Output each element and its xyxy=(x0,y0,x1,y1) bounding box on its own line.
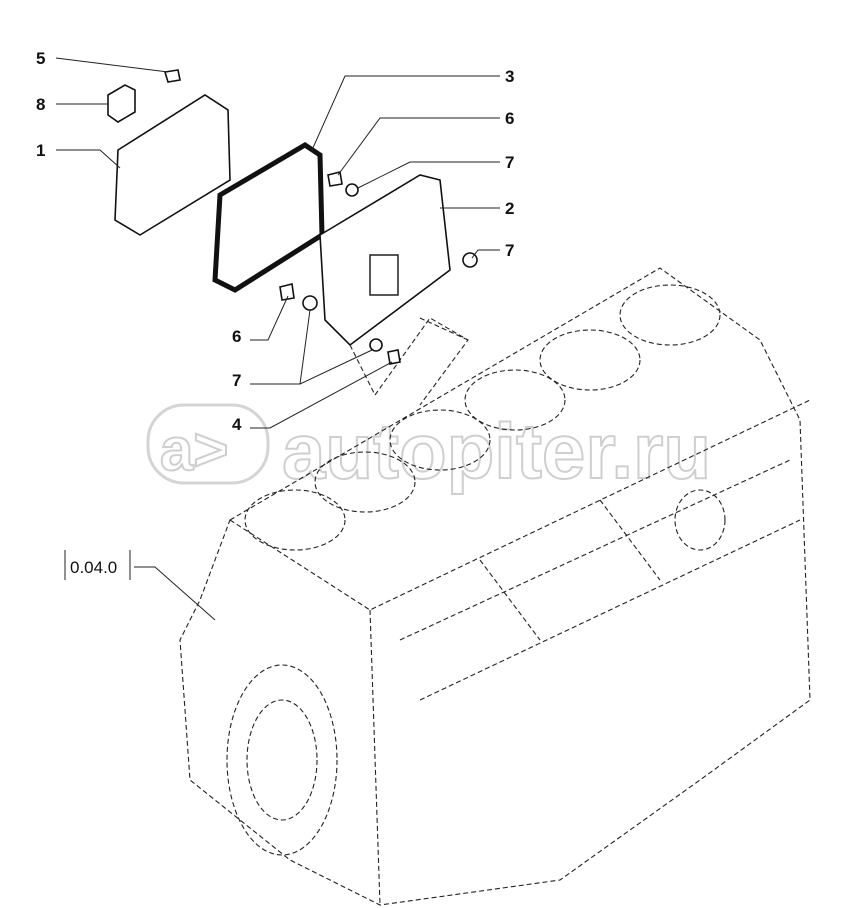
ecu-cover-part-1 xyxy=(114,94,231,236)
callout-8: 8 xyxy=(36,95,45,114)
washer-part-7 xyxy=(369,338,383,352)
callout-2: 2 xyxy=(505,199,514,218)
washer-part-7 xyxy=(462,252,478,268)
screw-part-6 xyxy=(327,171,343,187)
callout-3: 3 xyxy=(505,67,514,86)
callout-5: 5 xyxy=(36,49,45,68)
callout-7: 7 xyxy=(505,241,514,260)
callout-7: 7 xyxy=(232,371,241,390)
plug-part-4 xyxy=(387,349,401,365)
screw-part-5 xyxy=(163,69,181,83)
ecu-plate-part-2 xyxy=(319,174,451,347)
callout-1: 1 xyxy=(36,141,45,160)
svg-text:a>: a> xyxy=(160,416,228,483)
watermark-logo: a> autopiter.ru xyxy=(146,403,712,496)
washer-part-7 xyxy=(302,295,318,311)
reference-code: 0.04.0 xyxy=(70,558,117,577)
screw-part-6 xyxy=(279,283,295,301)
leader-lines xyxy=(55,57,500,621)
callout-4: 4 xyxy=(232,415,242,434)
callout-6: 6 xyxy=(505,109,514,128)
engine-block xyxy=(179,267,811,906)
gasket-part-3 xyxy=(212,142,325,293)
plug-part-8 xyxy=(107,84,136,123)
washer-part-7 xyxy=(345,183,359,197)
svg-text:autopiter.ru: autopiter.ru xyxy=(282,407,711,495)
callout-7: 7 xyxy=(505,153,514,172)
callout-6: 6 xyxy=(232,327,241,346)
